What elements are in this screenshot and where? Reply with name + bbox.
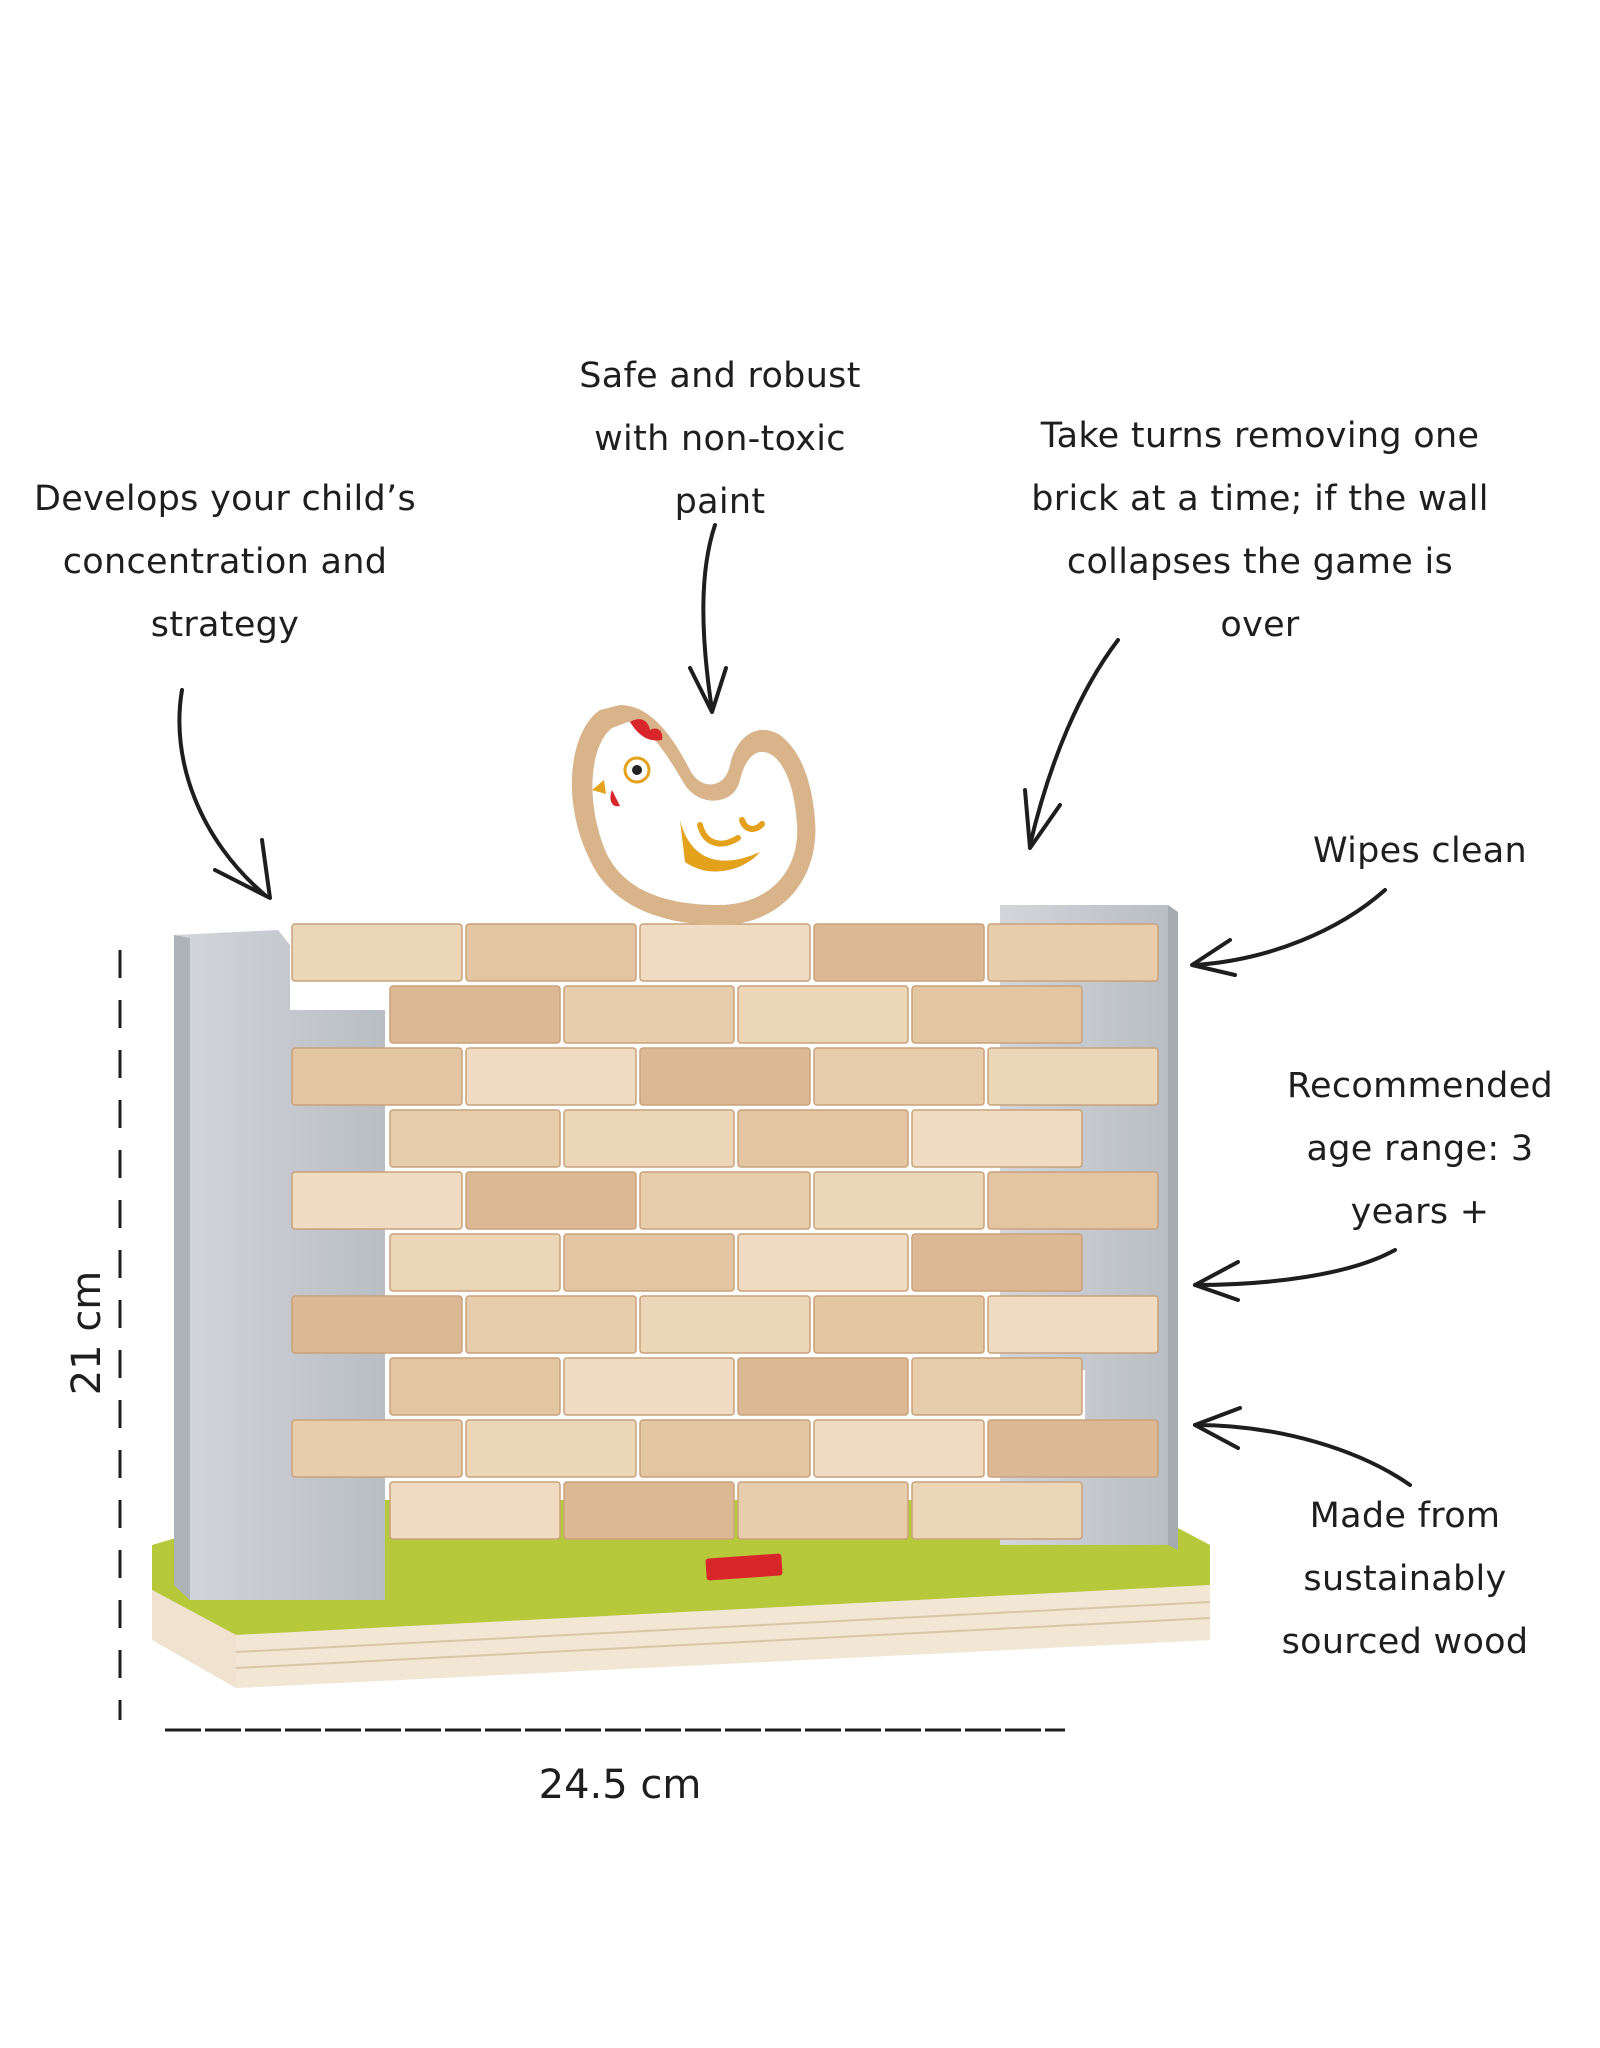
wooden-brick bbox=[987, 1171, 1159, 1230]
wooden-brick bbox=[291, 923, 463, 982]
wooden-brick bbox=[911, 1233, 1083, 1292]
wooden-brick bbox=[563, 1233, 735, 1292]
wooden-brick bbox=[563, 1357, 735, 1416]
wooden-bricks bbox=[291, 923, 1159, 1540]
wooden-brick bbox=[911, 1481, 1083, 1540]
wooden-brick bbox=[291, 1419, 463, 1478]
callout-concentration: Develops your child’s concentration and … bbox=[33, 479, 417, 645]
wooden-brick bbox=[291, 1171, 463, 1230]
wooden-brick bbox=[389, 1233, 561, 1292]
width-label: 24.5 cm bbox=[538, 1762, 702, 1808]
wooden-brick bbox=[291, 1295, 463, 1354]
wooden-brick bbox=[813, 923, 985, 982]
callout-wipes-clean: Wipes clean bbox=[1312, 831, 1528, 871]
wooden-brick bbox=[389, 1109, 561, 1168]
wooden-brick bbox=[639, 1171, 811, 1230]
wooden-brick bbox=[737, 985, 909, 1044]
wooden-brick bbox=[813, 1419, 985, 1478]
wooden-brick bbox=[291, 1047, 463, 1106]
wooden-brick bbox=[737, 1109, 909, 1168]
wooden-brick bbox=[987, 923, 1159, 982]
wooden-brick bbox=[737, 1357, 909, 1416]
wooden-brick bbox=[737, 1481, 909, 1540]
callout-take-turns: Take turns removing one brick at a time;… bbox=[1031, 416, 1489, 645]
wooden-brick bbox=[639, 1295, 811, 1354]
brand-logo bbox=[705, 1553, 783, 1581]
hen-figure bbox=[571, 705, 816, 925]
callout-sustainable-wood: Made from sustainably sourced wood bbox=[1281, 1496, 1529, 1662]
wooden-brick bbox=[563, 1481, 735, 1540]
wooden-brick bbox=[465, 1295, 637, 1354]
wooden-brick bbox=[911, 985, 1083, 1044]
wooden-brick bbox=[813, 1295, 985, 1354]
wooden-brick bbox=[911, 1357, 1083, 1416]
wooden-brick bbox=[563, 1109, 735, 1168]
wooden-brick bbox=[465, 1419, 637, 1478]
wooden-brick bbox=[465, 1047, 637, 1106]
wooden-brick bbox=[813, 1171, 985, 1230]
wooden-brick bbox=[639, 1419, 811, 1478]
wooden-brick bbox=[465, 1171, 637, 1230]
wooden-brick bbox=[813, 1047, 985, 1106]
wooden-brick bbox=[389, 1357, 561, 1416]
wooden-brick bbox=[911, 1109, 1083, 1168]
wooden-brick bbox=[987, 1047, 1159, 1106]
wooden-brick bbox=[737, 1233, 909, 1292]
wooden-brick bbox=[389, 1481, 561, 1540]
wooden-brick bbox=[987, 1295, 1159, 1354]
callout-age-range: Recommended age range: 3 years + bbox=[1286, 1066, 1554, 1232]
wooden-brick bbox=[465, 923, 637, 982]
callout-safe-robust: Safe and robust with non-toxic paint bbox=[579, 356, 861, 522]
wooden-brick bbox=[563, 985, 735, 1044]
wooden-brick bbox=[987, 1419, 1159, 1478]
wooden-brick bbox=[639, 923, 811, 982]
height-label: 21 cm bbox=[64, 1270, 110, 1396]
wooden-brick bbox=[389, 985, 561, 1044]
wooden-brick bbox=[639, 1047, 811, 1106]
